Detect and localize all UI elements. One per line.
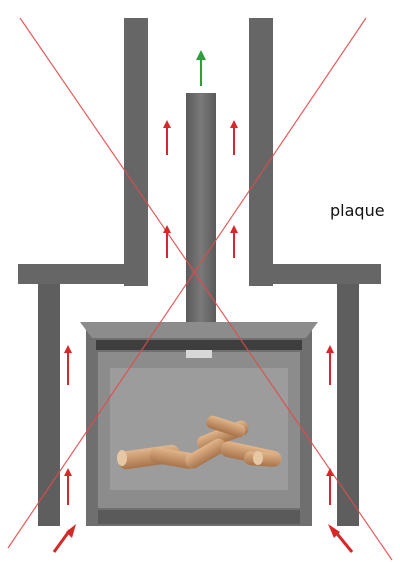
flue-pipe [186, 93, 216, 323]
red-inlet-arrow-icon [52, 524, 354, 553]
stove-top-bevel [80, 322, 318, 338]
firewood-logs-icon [117, 415, 282, 470]
enclosure-wall-right [337, 284, 359, 526]
plate-left [18, 264, 148, 284]
plate-right [249, 264, 381, 284]
red-up-arrow-icon [326, 345, 334, 385]
green-up-arrow-icon [196, 50, 206, 86]
enclosure-wall-left [38, 284, 60, 526]
red-up-arrow-icon [230, 120, 238, 155]
red-up-arrow-icon [163, 120, 171, 155]
stove-top-band [96, 340, 302, 350]
chimney-wall-right [249, 18, 273, 286]
plaque-label: plaque [330, 201, 385, 220]
firebox-light [186, 350, 212, 358]
red-up-arrow-icon [64, 345, 72, 385]
red-up-arrow-icon [230, 225, 238, 258]
red-up-arrow-icon [326, 468, 334, 505]
chimney-wall-left [124, 18, 148, 286]
firebox [110, 368, 288, 490]
red-up-arrow-icon [64, 468, 72, 505]
red-up-arrow-icon [163, 225, 171, 258]
stove-base [98, 510, 300, 524]
